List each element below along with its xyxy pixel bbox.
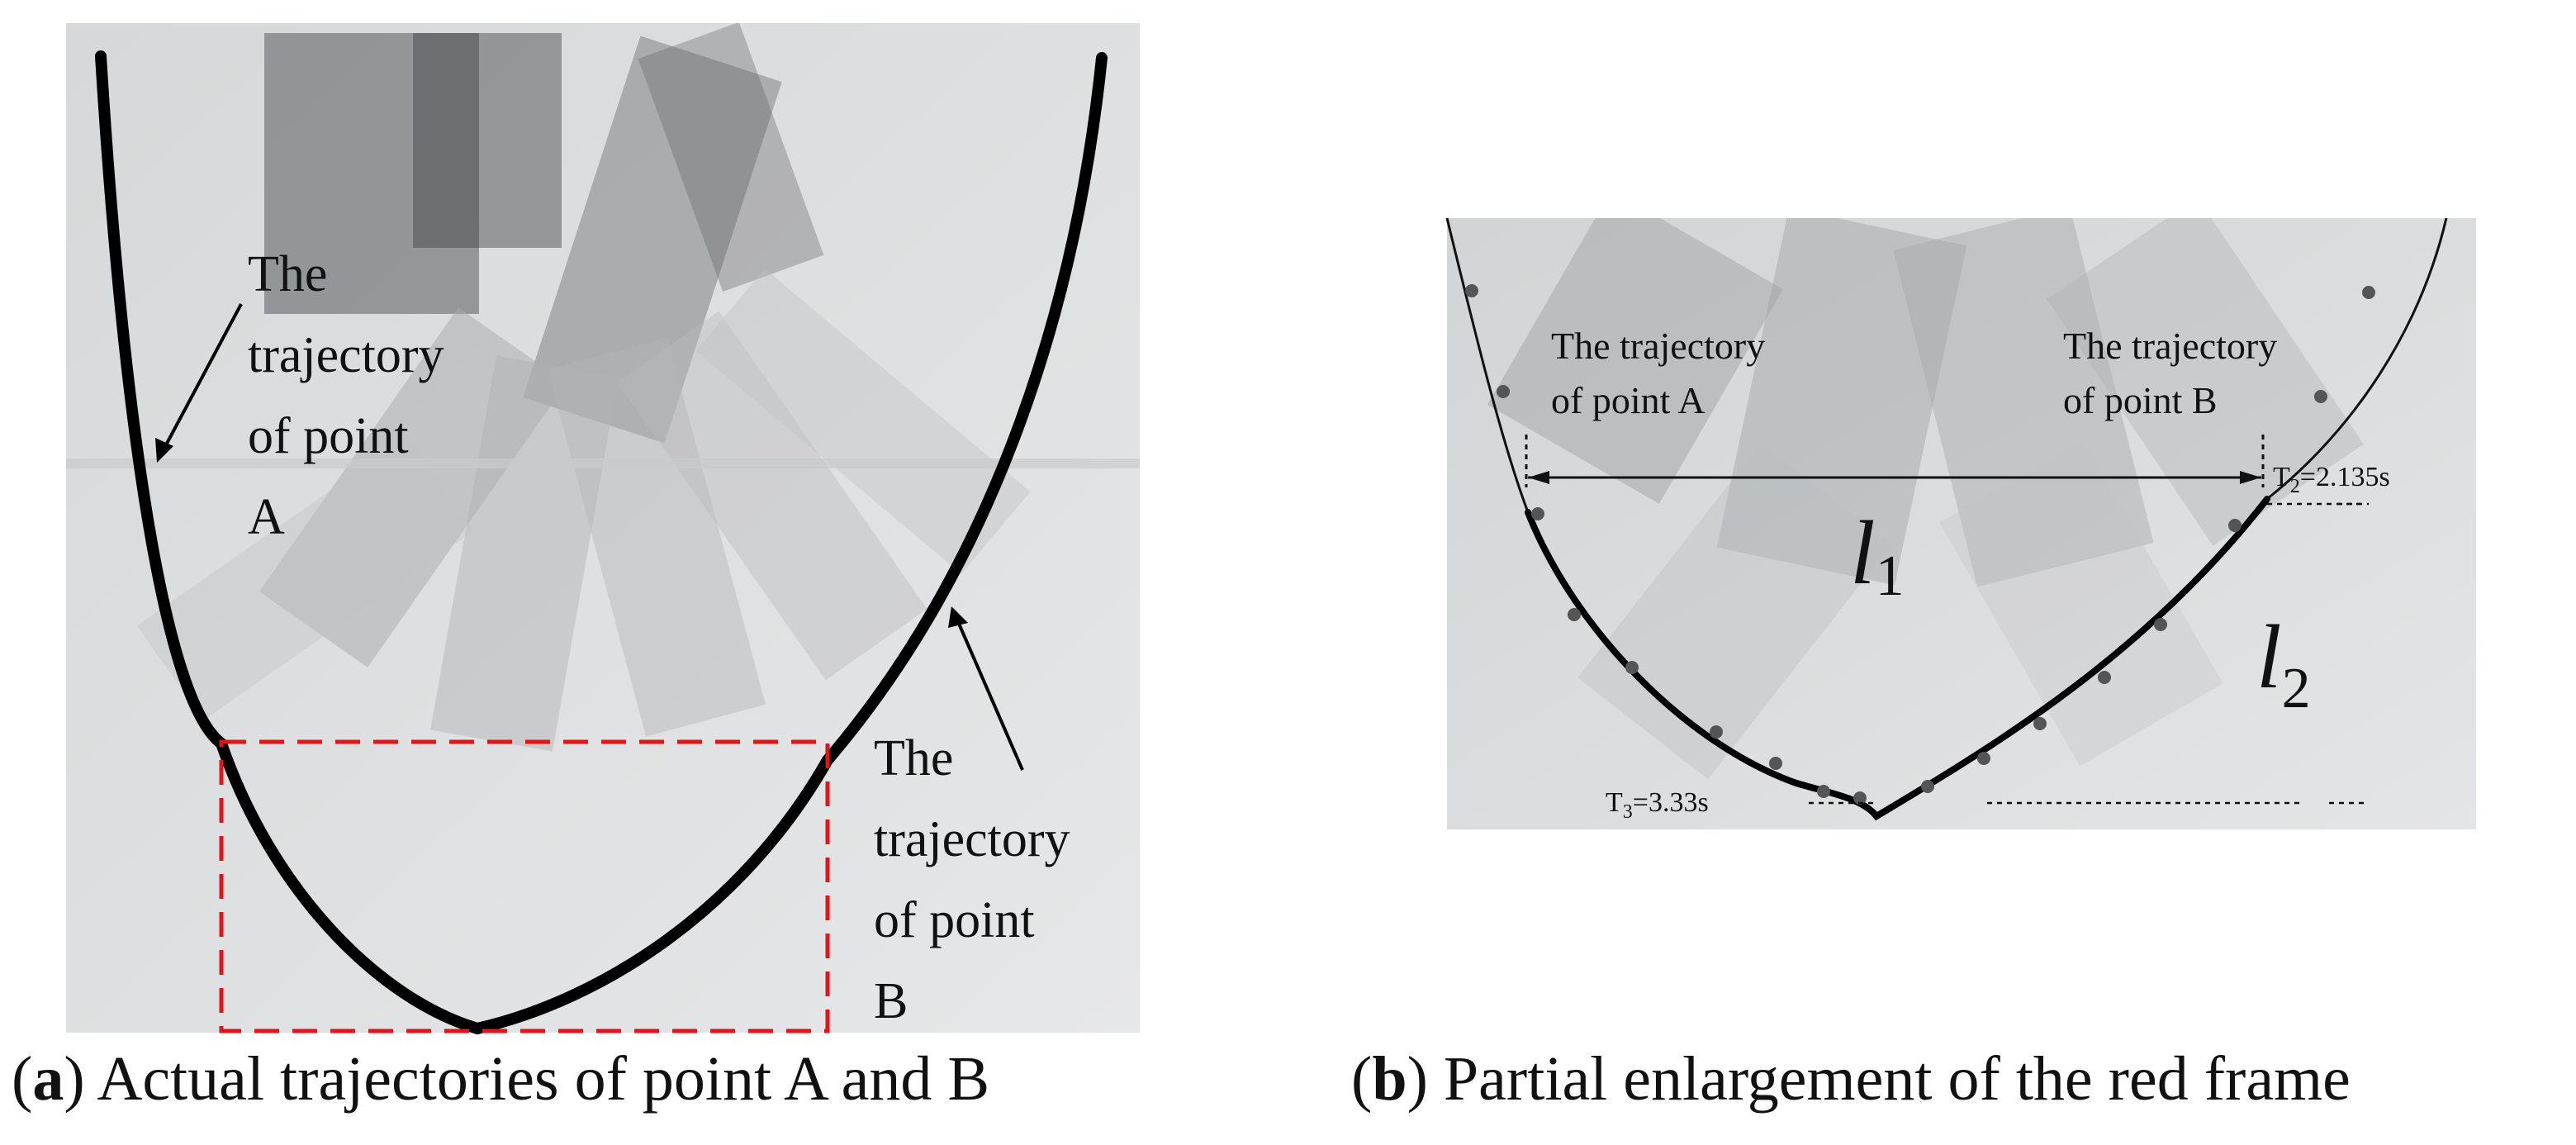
label-b: The trajectory of point B	[874, 730, 1083, 1029]
t3-label: T3=3.33s	[1606, 787, 1709, 823]
l1-arrowhead-right	[2240, 471, 2261, 484]
panel-a-blur-shapes	[66, 23, 1140, 752]
l1-dimension	[1525, 435, 2265, 487]
panel-b-thin-curve-left	[1445, 217, 1530, 513]
label-a: The trajectory of point A	[248, 246, 457, 545]
panel-b-points	[1465, 284, 2375, 805]
caption-a: (a) Actual trajectories of point A and B	[12, 1044, 990, 1114]
l2-label: l2	[2256, 606, 2311, 720]
l1-label: l1	[1850, 502, 1905, 608]
panel-b: The trajectory of point A The trajectory…	[1445, 217, 2476, 829]
panel-a-trajectory	[95, 50, 1108, 1035]
red-frame	[219, 739, 830, 1033]
caption-b: (b) Partial enlargement of the red frame	[1351, 1044, 2351, 1114]
l1-arrowhead-left	[1528, 471, 1549, 484]
b-label-a: The trajectory of point A	[1551, 325, 1775, 421]
panel-b-trajectory	[1525, 496, 2270, 821]
arrow-b	[948, 606, 1024, 771]
t2-label: T2=2.135s	[2273, 462, 2390, 497]
panel-a: The trajectory of point A The trajectory…	[66, 23, 1140, 1035]
arrow-a	[155, 303, 243, 463]
panel-b-thin-curve-right	[2266, 217, 2448, 501]
panel-a-photo	[66, 23, 1140, 1033]
b-label-b: The trajectory of point B	[2063, 325, 2287, 421]
